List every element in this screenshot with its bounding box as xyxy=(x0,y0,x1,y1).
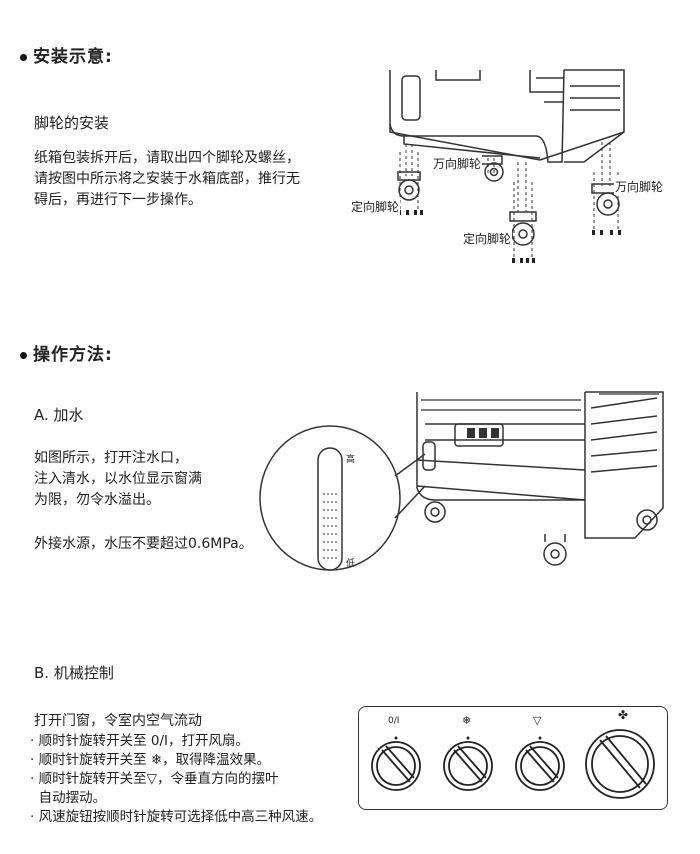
knob-label-power: 0/I xyxy=(388,716,400,726)
swivel-caster-label-top: 万向脚轮 xyxy=(432,155,483,172)
caster-installation-illustration xyxy=(389,69,625,263)
caster-install-subheading: 脚轮的安装 xyxy=(34,114,110,132)
install-heading: 安装示意: xyxy=(20,42,113,67)
swing-knob[interactable] xyxy=(515,741,565,791)
control-intro: 打开门窗，令室内空气流动 xyxy=(34,713,202,729)
instruction-item: · 顺时针旋转开关至 0/I，打开风扇。 xyxy=(30,733,249,749)
instruction-item: 自动摆动。 xyxy=(30,790,107,806)
instruction-item: · 风速旋钮按顺时针旋转可选择低中高三种风速。 xyxy=(30,809,323,825)
operation-heading: 操作方法: xyxy=(20,340,113,365)
add-water-body: 如图所示，打开注水口， 注入清水，以水位显示窗满 为限，勿令水溢出。 xyxy=(34,450,202,508)
swivel-caster-label-right: 万向脚轮 xyxy=(614,178,665,195)
control-panel xyxy=(358,706,668,810)
knob-label-cooling: ❄ xyxy=(462,714,472,727)
water-level-illustration xyxy=(259,391,664,571)
gauge-low-label: 低 xyxy=(346,559,356,569)
bullet-icon xyxy=(20,53,27,61)
caster-install-body: 纸箱包装拆开后，请取出四个脚轮及螺丝， 请按图中所示将之安装于水箱底部，推行无 … xyxy=(34,150,300,208)
instruction-item: · 顺时针旋转开关至 ❄，取得降温效果。 xyxy=(30,752,271,768)
fixed-caster-label-left: 定向脚轮 xyxy=(350,198,401,215)
knob-label-swing: ▽ xyxy=(533,714,542,727)
bullet-icon xyxy=(20,351,27,359)
cooling-knob[interactable] xyxy=(443,741,493,791)
add-water-heading: A. 加水 xyxy=(34,406,84,424)
fan-speed-knob[interactable] xyxy=(585,729,655,799)
mechanical-control-heading: B. 机械控制 xyxy=(34,664,114,682)
control-instructions: · 顺时针旋转开关至 0/I，打开风扇。 · 顺时针旋转开关至 ❄，取得降温效果… xyxy=(30,732,322,827)
instruction-item: · 顺时针旋转开关至▽，令垂直方向的摆叶 xyxy=(30,771,279,787)
fixed-caster-label-bottom: 定向脚轮 xyxy=(462,230,513,247)
control-knobs xyxy=(371,729,655,799)
knob-label-speed: ✤ xyxy=(618,708,629,722)
power-knob[interactable] xyxy=(371,741,421,791)
water-pressure-note: 外接水源，水压不要超过0.6MPa。 xyxy=(34,536,253,552)
gauge-high-label: 高 xyxy=(346,455,356,465)
